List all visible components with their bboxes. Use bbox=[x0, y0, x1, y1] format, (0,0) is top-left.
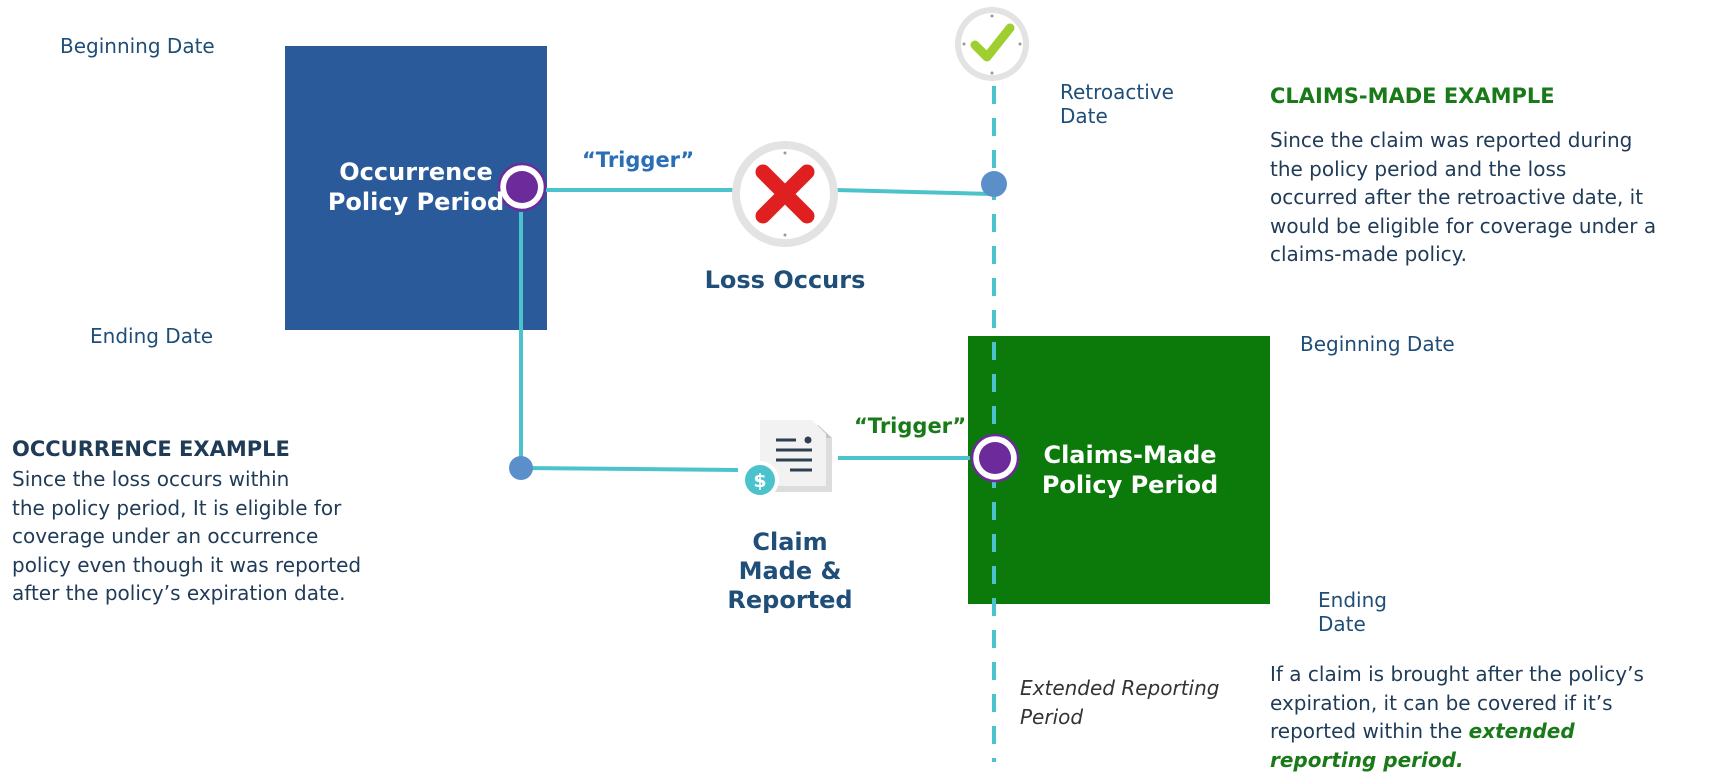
claim-made-line3: Reported bbox=[727, 586, 853, 614]
occurrence-trigger-node bbox=[497, 162, 547, 212]
claim-made-label: Claim Made & Reported bbox=[700, 528, 880, 615]
occurrence-example-line: Since the loss occurs within bbox=[12, 467, 290, 491]
claims-made-box-label: Claims-Made Policy Period bbox=[1020, 440, 1240, 500]
extended-note-prefix: reported within the bbox=[1270, 719, 1463, 743]
extended-note-line-with-emphasis: reported within the extended bbox=[1270, 717, 1710, 746]
claims-made-example-line: would be eligible for coverage under a bbox=[1270, 213, 1657, 238]
retroactive-node bbox=[981, 171, 1007, 197]
red-x-icon bbox=[732, 141, 838, 247]
extended-reporting-note: If a claim is brought after the policy’s… bbox=[1270, 660, 1710, 774]
retroactive-line2: Date bbox=[1060, 104, 1108, 128]
occurrence-example-line: the policy period, It is eligible for bbox=[12, 495, 342, 520]
claims-ending-date: Ending Date bbox=[1318, 588, 1387, 636]
trigger-label-bottom: “Trigger” bbox=[854, 414, 967, 438]
claims-box-label-line2: Policy Period bbox=[1041, 471, 1219, 499]
occurrence-example-heading: OCCURRENCE EXAMPLE bbox=[12, 437, 290, 461]
claims-made-example: CLAIMS-MADE EXAMPLE Since the claim was … bbox=[1270, 84, 1710, 269]
extended-note-line: If a claim is brought after the policy’s bbox=[1270, 662, 1644, 686]
occurrence-ending-date: Ending Date bbox=[90, 324, 214, 348]
claims-box-label-line1: Claims-Made bbox=[1043, 441, 1217, 469]
extended-note-emphasis-1: extended bbox=[1468, 719, 1575, 743]
loss-occurs-label: Loss Occurs bbox=[704, 266, 866, 294]
occurrence-example-line: after the policy’s expiration date. bbox=[12, 581, 346, 605]
loss-to-retro-connector bbox=[835, 188, 994, 196]
extended-note-emphasis-2: reporting period. bbox=[1270, 747, 1464, 772]
trigger-label-top: “Trigger” bbox=[582, 148, 695, 172]
occurrence-example: OCCURRENCE EXAMPLE Since the loss occurs… bbox=[12, 437, 432, 608]
claims-made-example-line: occurred after the retroactive date, it bbox=[1270, 185, 1644, 209]
claims-made-example-heading: CLAIMS-MADE EXAMPLE bbox=[1270, 84, 1555, 108]
extended-period-label: Extended Reporting Period bbox=[1020, 674, 1219, 732]
occurrence-example-line: policy even though it was reported bbox=[12, 552, 362, 577]
claims-beginning-date: Beginning Date bbox=[1300, 332, 1455, 356]
claims-trigger-node bbox=[970, 433, 1020, 483]
svg-text:$: $ bbox=[753, 470, 766, 492]
checkmark-icon bbox=[955, 7, 1029, 81]
invoice-dollar-icon: $ bbox=[741, 420, 832, 499]
claim-made-line2: Made & bbox=[738, 557, 842, 585]
occurrence-box-label: Occurrence Policy Period bbox=[285, 157, 547, 217]
retroactive-line1: Retroactive bbox=[1060, 80, 1174, 104]
claims-ending-line2: Date bbox=[1318, 612, 1366, 636]
claims-made-policy-box bbox=[968, 336, 1270, 604]
occurrence-box-label-line1: Occurrence bbox=[339, 158, 493, 186]
claim-connector-left bbox=[520, 466, 739, 472]
occurrence-example-line: coverage under an occurrence bbox=[12, 524, 319, 548]
extended-period-line2: Period bbox=[1020, 705, 1084, 729]
claims-made-example-line: claims-made policy. bbox=[1270, 242, 1467, 266]
claims-made-example-line: Since the claim was reported during bbox=[1270, 128, 1633, 152]
extended-note-line: expiration, it can be covered if it’s bbox=[1270, 690, 1613, 715]
claim-made-line1: Claim bbox=[752, 528, 828, 556]
claims-ending-line1: Ending bbox=[1318, 588, 1387, 612]
extended-period-line1: Extended Reporting bbox=[1020, 676, 1220, 700]
retroactive-date-label: Retroactive Date bbox=[1060, 80, 1174, 128]
claims-made-example-line: the policy period and the loss bbox=[1270, 156, 1567, 181]
occurrence-beginning-date: Beginning Date bbox=[60, 34, 215, 58]
occurrence-box-label-line2: Policy Period bbox=[327, 188, 505, 216]
occurrence-end-node bbox=[509, 456, 533, 480]
